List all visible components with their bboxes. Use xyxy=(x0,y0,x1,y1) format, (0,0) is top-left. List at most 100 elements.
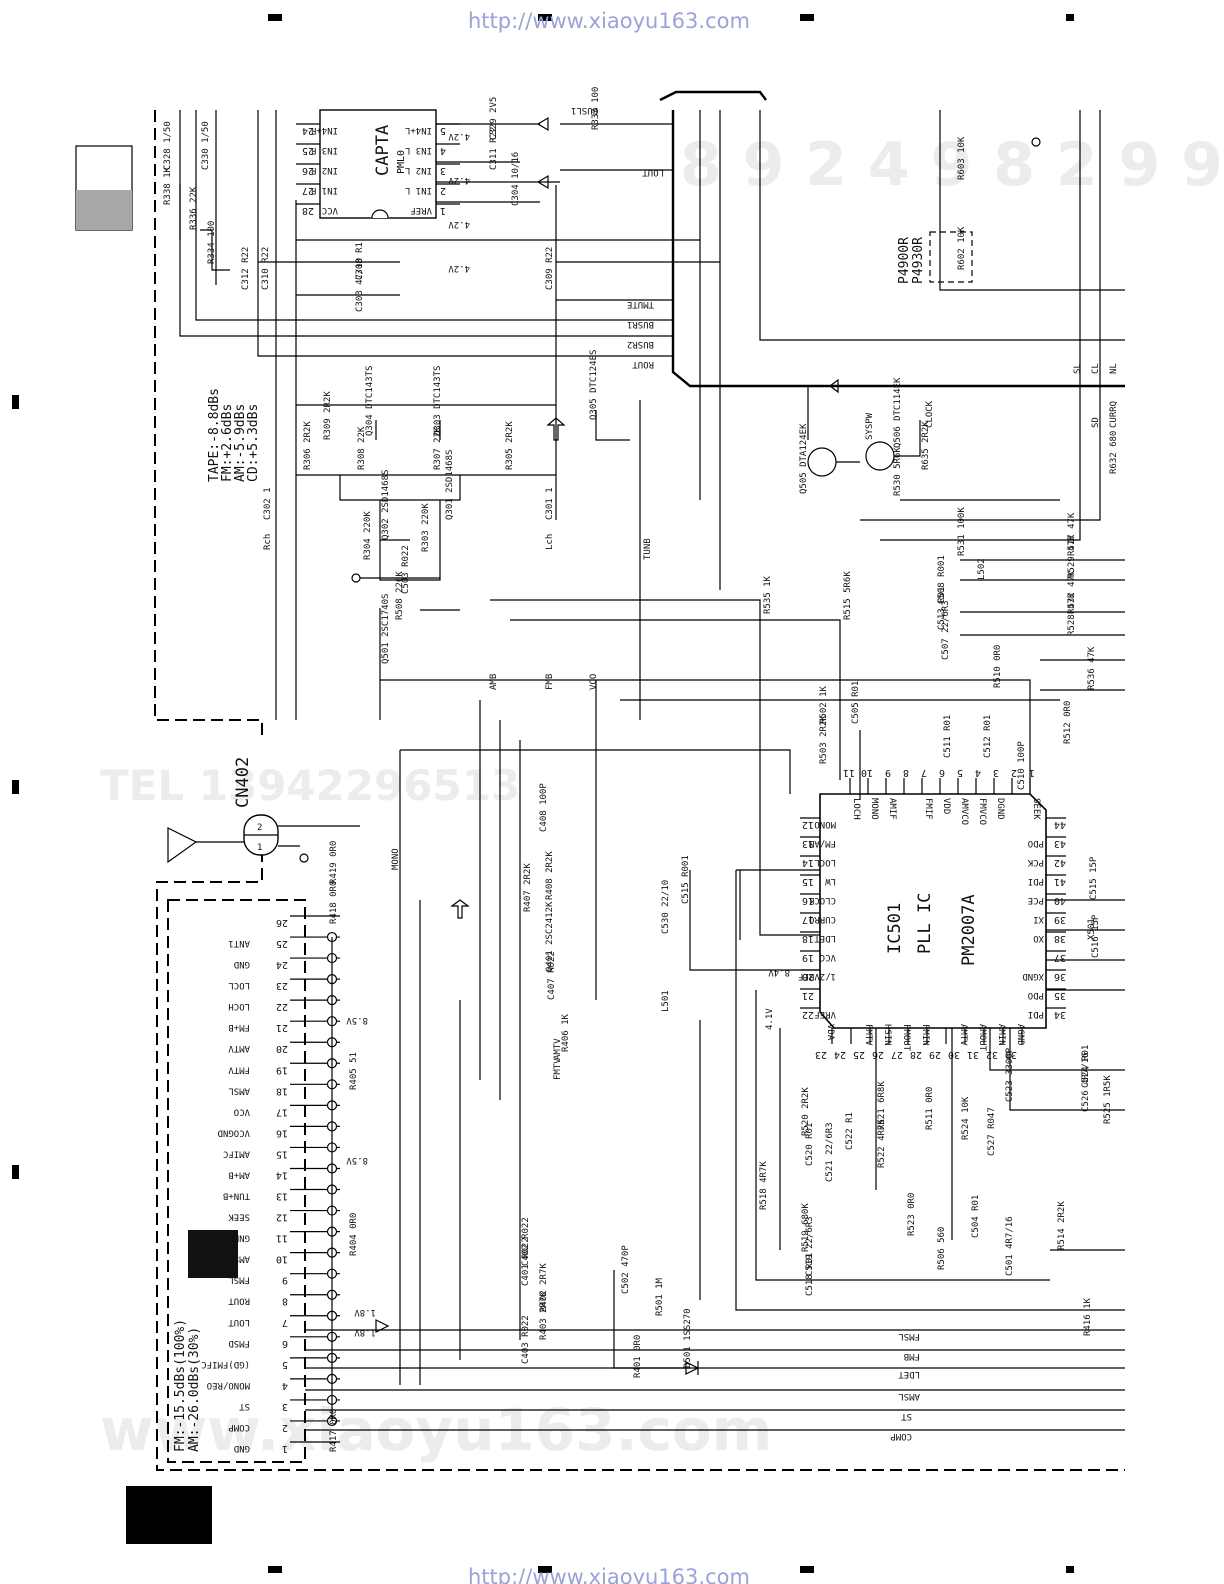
bus-signal-label: TMUTE xyxy=(627,299,654,309)
cn-pin-number: 6 xyxy=(282,1338,288,1349)
resistor-label: R508 220K xyxy=(395,571,405,620)
pll-right-pin-name: PDO xyxy=(1028,838,1044,848)
pll-left-pin-number: 16 xyxy=(802,895,814,906)
level-note-line: CD:+5.3dBs xyxy=(246,404,261,482)
pll-top-pin-name: MONO xyxy=(869,798,879,820)
svg-text:1: 1 xyxy=(257,843,262,853)
page-corner-block xyxy=(126,1486,212,1544)
net-label: LDET xyxy=(898,1369,920,1379)
pll-right-pin-number: 41 xyxy=(1054,876,1066,887)
pll-top-pin-number: 6 xyxy=(939,767,945,778)
pll-bottom-pin-name: AMIN xyxy=(996,1024,1006,1046)
pll-top-pin-number: 5 xyxy=(957,767,963,778)
bus-inner-frame xyxy=(759,110,1125,341)
resistor-label: R336 22K xyxy=(189,186,199,230)
net-label: FMB xyxy=(904,1351,920,1361)
capta-right-pin-name: VREF xyxy=(410,205,432,215)
cn-pin-name: (GD)FMIFC xyxy=(201,1359,250,1369)
resistor-label: R518 4R7K xyxy=(759,1161,769,1210)
pll-bottom-pin-name: AMTV xyxy=(958,1024,968,1046)
pll-right-pin-name: XO xyxy=(1033,933,1044,943)
clock-transistors xyxy=(807,386,921,477)
resistor-label: R521 6R8K xyxy=(877,1081,887,1130)
capacitor-label: C303 47/10 xyxy=(355,258,365,312)
resistor-label: R405 51 xyxy=(349,1052,359,1090)
cn-pin-number: 18 xyxy=(276,1085,288,1096)
transistor-label: Q303 DTC143TS xyxy=(433,366,443,436)
pll-top-pin-number: 2 xyxy=(1011,767,1017,778)
footer-url[interactable]: http://www.xiaoyu163.com xyxy=(468,1565,750,1584)
pll-left-pin-name: FM/AM xyxy=(808,838,836,848)
capacitor-label: C507 22/6R3 xyxy=(941,600,951,660)
pll-left-pin-number: 15 xyxy=(802,876,814,887)
pll-top-pin-number: 1 xyxy=(1029,767,1035,778)
resistor-label: R403 2R7K xyxy=(539,1291,549,1340)
capacitor-label: C309 R22 xyxy=(545,247,555,290)
p-label: P4930R xyxy=(911,237,926,284)
net-label: CL xyxy=(1091,363,1101,374)
cn-pin-name: MONO/REO xyxy=(207,1380,250,1390)
watermark-phone-mid: TEL 13942296513 xyxy=(100,761,520,810)
voltage-label: 8.4V xyxy=(768,967,790,977)
transistor-label: Q506 DTC114EK xyxy=(893,377,903,448)
pll-right-pin-number: 37 xyxy=(1054,952,1066,963)
net-label: FMB xyxy=(545,674,555,690)
pll-top-pin-number: 3 xyxy=(993,767,999,778)
cn-pin-name: TUN+B xyxy=(223,1191,250,1201)
cn-pin-number: 17 xyxy=(276,1106,288,1117)
resistor-label: R418 0R0 xyxy=(329,881,339,924)
resistor-label: R535 1K xyxy=(763,575,773,614)
cn-pin-name: FMSD xyxy=(228,1338,250,1348)
pll-left-pin-name: LDET xyxy=(814,933,836,943)
tuner-boundary-top xyxy=(154,110,263,735)
capta-right-pin-name: IN3 L xyxy=(405,145,432,155)
pll-top-pin-number: 7 xyxy=(921,767,927,778)
pll-top-pin-name: LOCH xyxy=(851,798,861,820)
header-url[interactable]: http://www.xiaoyu163.com xyxy=(468,9,750,33)
pll-left-pin-number: 17 xyxy=(802,914,814,925)
capta-part: PML0 xyxy=(396,150,407,174)
cn-pin-name: AMIFC xyxy=(223,1148,250,1158)
capacitor-label: C511 R01 xyxy=(943,715,953,758)
resistor-label: R406 1K xyxy=(561,1013,571,1052)
pll-bottom-pin-number: 26 xyxy=(872,1049,884,1060)
part-label: X501 xyxy=(1087,918,1097,940)
net-label: CURRQ xyxy=(1109,401,1119,428)
capacitor-label: C521 22/6R3 xyxy=(825,1122,835,1182)
resistor-label: R407 2R2K xyxy=(523,863,533,912)
cn-pin-name: VCO xyxy=(234,1106,250,1116)
cn-pin-number: 19 xyxy=(276,1064,288,1075)
capacitor-label: C501 4R7/16 xyxy=(1005,1216,1015,1276)
cn402-connector[interactable]: 2 1 xyxy=(243,814,279,856)
level-note-line: TAPE:-8.8dBs xyxy=(207,388,222,482)
pll-left-pin-name: CURRQ xyxy=(809,914,836,924)
watermark-phone-top: 8 9 2 4 9 8 2 9 9 xyxy=(680,130,1223,200)
capacitor-label: C510 100P xyxy=(1017,741,1027,790)
capta-right-pin-number: 4 xyxy=(440,145,446,156)
cn-pin-number: 20 xyxy=(276,1043,288,1054)
cn-pin-name: AMST xyxy=(228,1254,250,1264)
pll-top-pin-name: DGND xyxy=(995,798,1005,820)
pll-top-pin-name: FMIF xyxy=(923,798,933,820)
cn-pin-number: 13 xyxy=(276,1191,288,1202)
capacitor-label: C512 R01 xyxy=(983,715,993,758)
pll-top-pin-number: 4 xyxy=(975,767,981,778)
pll-right-pin-number: 39 xyxy=(1054,914,1066,925)
part-label: L501 xyxy=(661,990,671,1012)
voltage-label: 1.8V xyxy=(354,1307,376,1317)
registration-marks xyxy=(12,14,1074,1573)
capacitor-label: C526 4R7/16 xyxy=(1081,1052,1091,1112)
transistor-label: Q505 DTA124EK xyxy=(799,423,809,494)
pll-bottom-pin-number: 31 xyxy=(967,1049,979,1060)
pll-bottom-pin-name: VDA xyxy=(825,1024,835,1041)
pll-left-pin-number: 13 xyxy=(802,838,814,849)
capacitor-label: C328 1/50 xyxy=(163,121,173,170)
cn-pin-name: GND xyxy=(234,1443,250,1453)
pll-left-pin-name: VCC xyxy=(820,952,836,962)
pll-ref: IC501 xyxy=(885,903,905,954)
bus-signal-label: BUSR2 xyxy=(627,339,654,349)
net-label: MONO xyxy=(391,848,401,870)
resistor-label: R512 0R0 xyxy=(1063,701,1073,744)
pll-right-pin-name: PDI xyxy=(1028,876,1044,886)
